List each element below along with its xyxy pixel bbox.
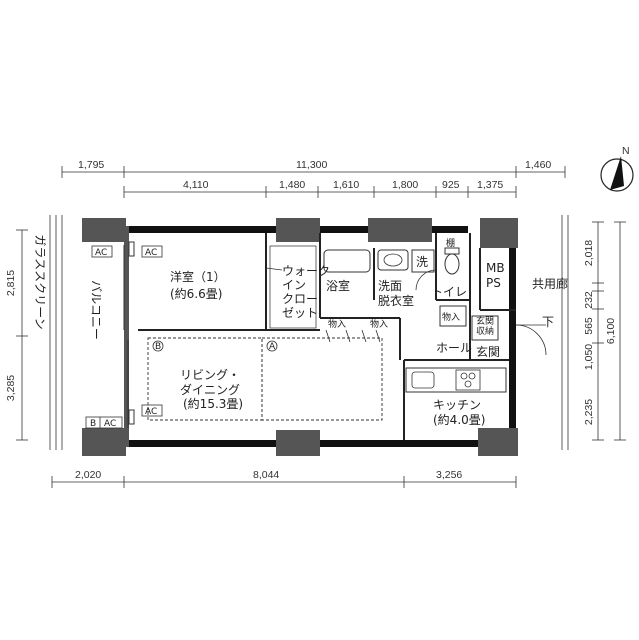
hall-label: ホール (436, 341, 472, 355)
dim-top-inner-6: 1,375 (477, 179, 503, 191)
dim-left-2: 3,285 (5, 375, 17, 401)
dim-top-inner-2: 1,480 (279, 179, 305, 191)
bottom-dimension-lines (51, 476, 517, 488)
western-room-size: (約6.6畳) (170, 286, 222, 301)
marker-b-label: B (155, 342, 161, 352)
marker-a-icon (266, 340, 278, 352)
dim-top-1: 1,795 (78, 159, 104, 171)
ac-label-4: AC (104, 419, 116, 429)
marker-b-icon (152, 340, 164, 352)
living-label-2: ダイニング (180, 382, 240, 397)
toilet-tank (444, 247, 460, 255)
column (276, 430, 320, 456)
balcony-windows (123, 241, 135, 428)
dim-right-5: 2,235 (583, 399, 595, 425)
marker-a-label: A (269, 342, 276, 352)
ac-label-3: AC (145, 407, 157, 417)
corridor-label-2: 下 (542, 315, 554, 329)
dim-right-total: 6,100 (605, 318, 617, 344)
kitchen-size: (約4.0畳) (433, 412, 485, 427)
dim-right-2: 232 (583, 291, 595, 309)
ac-markers (85, 245, 163, 429)
dim-top-3: 1,460 (525, 159, 551, 171)
wash-label: 洗 (416, 255, 428, 269)
compass-ring (600, 158, 634, 192)
column (478, 428, 518, 456)
living-label-1: リビング・ (180, 368, 240, 382)
bathtub (323, 249, 371, 273)
column (82, 218, 126, 242)
stove-burners-icon (455, 369, 481, 391)
dim-right-4: 1,050 (583, 344, 595, 370)
dim-top-inner-5: 925 (442, 179, 460, 191)
glass-screen-label: ガラススクリーン (33, 234, 47, 329)
washbasin-bowl (383, 253, 403, 267)
b-label: B (90, 419, 96, 429)
dim-bottom-2: 8,044 (253, 469, 279, 481)
kitchen-counter (405, 367, 507, 393)
entrance-storage-label-2: 収納 (476, 325, 494, 337)
rail-lines (49, 215, 569, 450)
walls (82, 218, 518, 456)
right-dimension-lines (592, 221, 626, 441)
top-dimension-lines (61, 166, 566, 198)
closet-label-1: ウォーク (282, 264, 330, 278)
north-arrow-icon (610, 156, 624, 190)
closet-label-2: イン (282, 278, 306, 292)
shelf-label: 棚 (446, 237, 455, 249)
genkan-storage-box (471, 315, 499, 341)
dim-right-1: 2,018 (583, 240, 595, 266)
compass-label: N (622, 145, 630, 157)
entrance-storage-label-1: 玄関 (476, 315, 494, 327)
western-room-name: 洋室（1） (170, 269, 226, 284)
ceiling-lines (147, 337, 383, 421)
dim-top-inner-1: 4,110 (183, 179, 209, 191)
left-dimension-lines (16, 229, 28, 441)
dim-top-inner-3: 1,610 (333, 179, 359, 191)
kitchen-label: キッチン (433, 398, 481, 412)
dim-bottom-1: 2,020 (75, 469, 101, 481)
storage-label-3: 物入 (442, 311, 460, 323)
toilet-label: トイレ (431, 285, 467, 299)
entrance-storage-box (439, 305, 467, 327)
bathroom-label: 浴室 (326, 278, 350, 293)
washer-box (411, 249, 435, 273)
compass: N (600, 145, 634, 192)
washbasin (377, 249, 409, 271)
closet-label-3: クロー (282, 292, 318, 306)
mbps-label-1: MB (486, 261, 505, 275)
doors (265, 267, 547, 356)
partitions (138, 233, 516, 440)
column (368, 218, 432, 242)
kitchen-sink (411, 371, 435, 389)
column (276, 218, 320, 242)
storage-label-2: 物入 (370, 318, 388, 330)
dim-left-1: 2,815 (5, 270, 17, 296)
washroom-label-1: 洗面 (378, 279, 402, 293)
column (82, 428, 126, 456)
dim-bottom-3: 3,256 (436, 469, 462, 481)
closet-shelf (269, 245, 317, 329)
dim-right-3: 565 (583, 317, 595, 335)
dim-top-2: 11,300 (296, 159, 327, 171)
washroom-label-2: 脱衣室 (378, 293, 414, 308)
ac-label-1: AC (95, 248, 107, 258)
balcony-label: バルコニー (89, 280, 103, 340)
storage-label-1: 物入 (328, 318, 346, 330)
ac-label-2: AC (145, 248, 157, 258)
closet-label-4: ゼット (282, 306, 318, 320)
corridor-label-1: 共用廊 (532, 276, 568, 291)
column (480, 218, 518, 248)
dim-top-inner-4: 1,800 (392, 179, 418, 191)
toilet-bowl (444, 253, 460, 275)
living-size: (約15.3畳) (183, 396, 243, 411)
mbps-label-2: PS (486, 276, 501, 290)
entrance-label: 玄関 (476, 344, 500, 359)
